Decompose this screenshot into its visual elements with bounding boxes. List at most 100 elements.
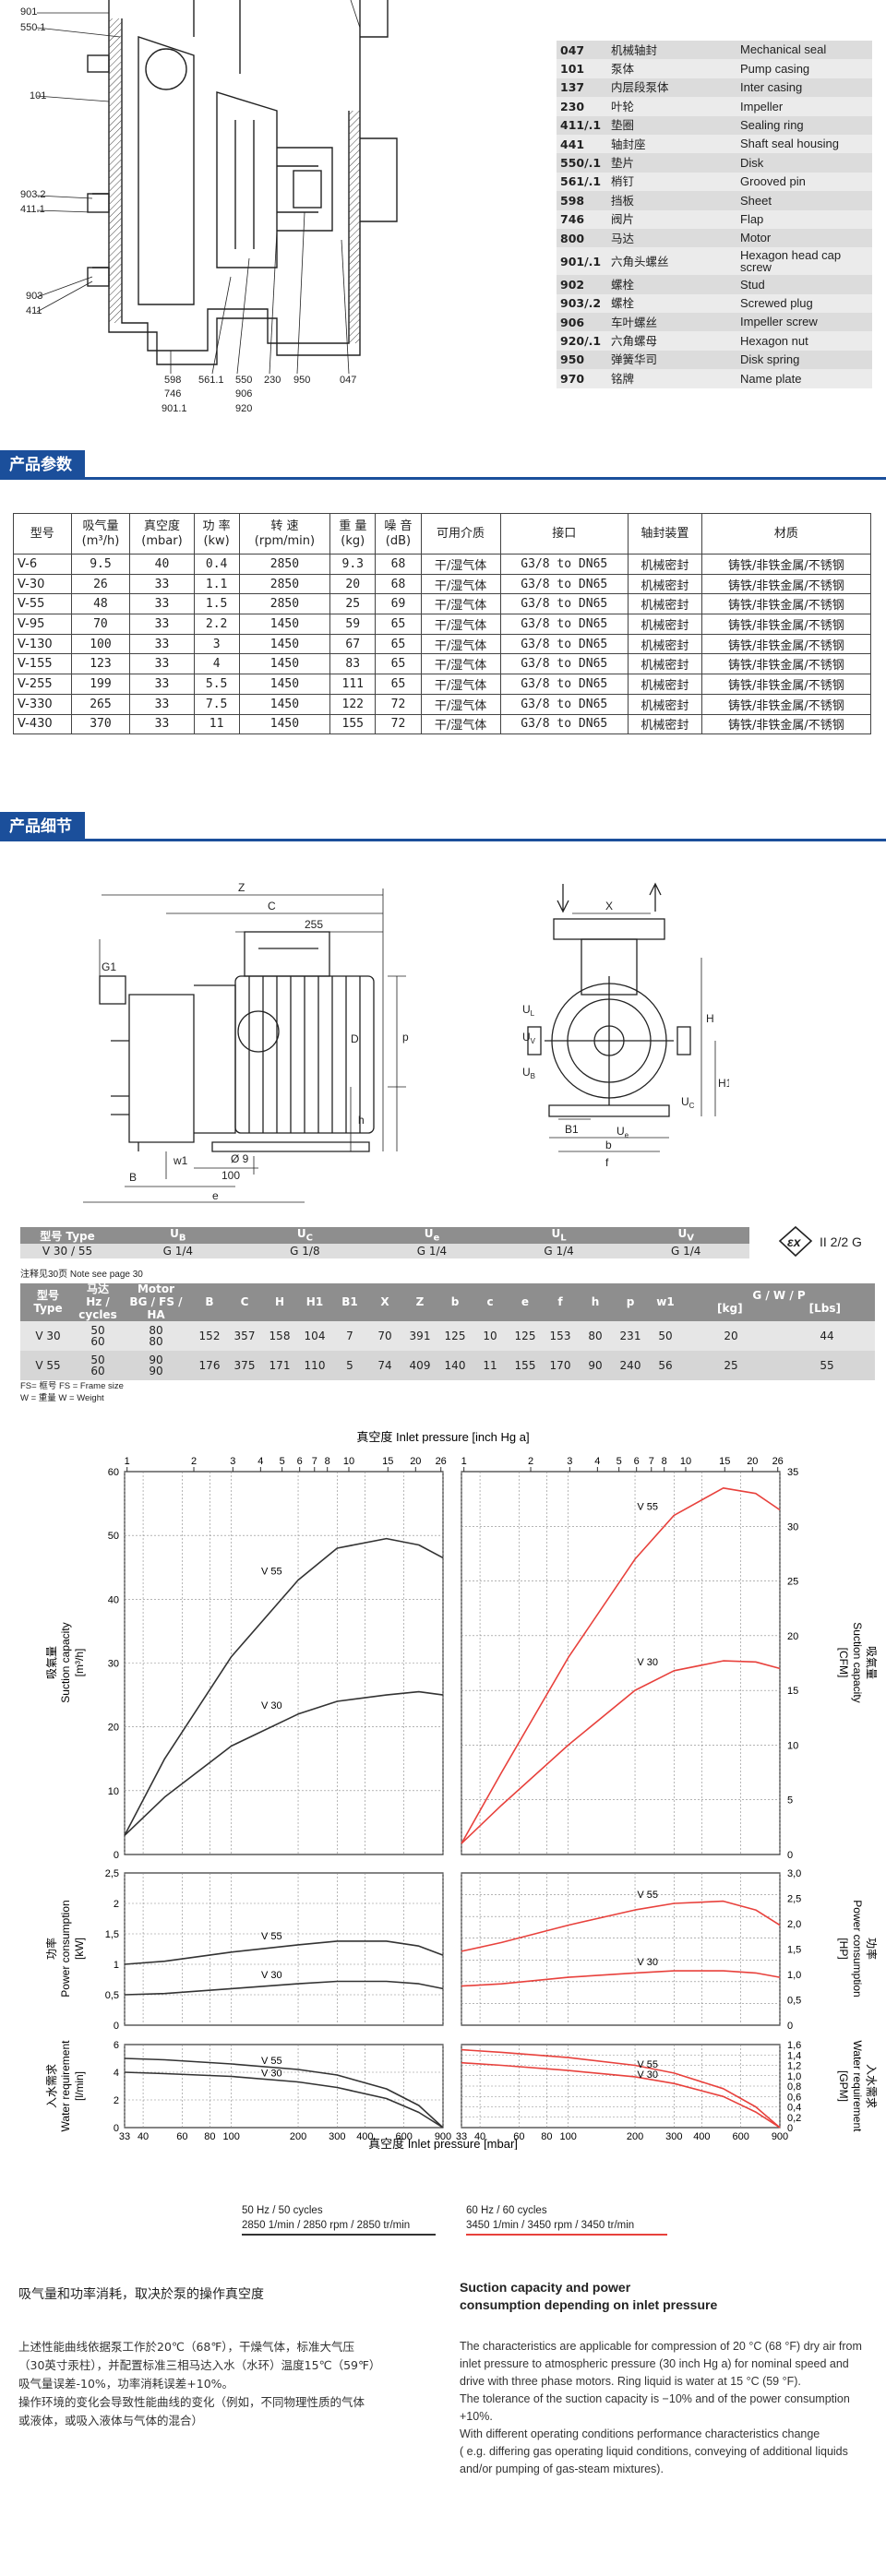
part-name-en: Sheet [736,191,872,210]
dim-value: 56 [648,1351,683,1381]
y-axis-title-right: Power consumption [851,1900,864,1997]
part-name-en: Sealing ring [736,115,872,135]
en-body-line: With different operating conditions perf… [460,2427,820,2440]
params-header: 接口 [499,513,629,555]
params-cell: 1450 [238,633,331,655]
y-tick-label: 60 [108,1467,119,1478]
y-tick-label: 6 [114,2040,119,2051]
dim-col-header: c [473,1283,508,1322]
part-label: 906 [235,388,252,400]
connection-table: 型号 Type UB UC Ue UL UV V 30 / 55 G 1/4 G… [20,1227,749,1258]
hz-value: 60 [90,1365,105,1378]
y-tick-label: 4 [114,2068,119,2079]
params-cell: 铸铁/非铁金属/不锈钢 [700,554,872,575]
params-cell: G3/8 to DN65 [499,653,629,675]
ex-rating: II 2/2 G [820,1234,862,1249]
y-tick-label: 0,6 [787,2092,801,2103]
y-axis-title: 入水需求 [45,2064,58,2108]
en-body-line: ( e.g. differing gas operating liquid co… [460,2445,848,2458]
col-header: UV [622,1227,749,1244]
series-label: V 55 [637,2059,658,2070]
params-cell: 1450 [238,713,331,735]
dim-col-header: H1 [297,1283,332,1322]
part-name-cn: 叶轮 [607,97,736,116]
legend-60hz: 60 Hz / 60 cycles 3450 1/min / 3450 rpm … [466,2203,667,2236]
part-label: 950 [293,375,310,386]
en-body-line: drive with three phase motors. Ring liqu… [460,2375,801,2388]
series-label: V 30 [637,1957,658,1968]
params-cell: V-155 [13,653,72,675]
y-tick-label: 0 [114,1850,119,1861]
series-line-v30 [461,1970,781,1987]
y-axis-title: [l/min] [73,2071,86,2101]
params-cell: 123 [70,653,131,675]
en-body-line: +10%. [460,2410,493,2423]
y-tick-label: 0 [787,1850,793,1861]
part-name-cn: 铭牌 [607,369,736,388]
dim-value: 240 [613,1351,648,1381]
part-label: 411 [26,305,42,316]
params-cell: 83 [329,653,377,675]
y-axis-title: [m³/h] [73,1649,86,1677]
params-cell: 3 [193,633,240,655]
params-cell: V-330 [13,693,72,715]
dim-value: 357 [227,1321,262,1352]
params-cell: 40 [129,554,195,575]
section-header-details: 产品细节 [0,808,886,841]
lbs-value: 44 [779,1321,875,1352]
dim-col-header: X [367,1283,402,1322]
y-axis-title: Water requirement [59,2040,72,2132]
part-name-en: Name plate [736,369,872,388]
gwp-header-line: G / W / P [752,1288,806,1302]
type-cell: V 30 [20,1321,76,1352]
dim-label: UB [522,1066,535,1080]
params-cell: 机械密封 [628,573,702,595]
type-header: 型号 Type [20,1283,76,1322]
y-tick-label: 0 [787,2123,793,2134]
series-line-v30 [461,2061,781,2129]
params-cell: 199 [70,674,131,695]
legend-line: 2850 1/min / 2850 rpm / 2850 tr/min [242,2220,411,2231]
part-label: 903.2 [20,189,46,200]
series-line-v30 [124,2071,444,2129]
value-cell: G 1/4 [495,1244,623,1258]
dim-col-header: b [437,1283,473,1322]
cn-body-line: 吸气量误差-10%，功率消耗误差+10%。 [18,2377,234,2391]
params-cell: 2.2 [193,614,240,635]
series-label: V 30 [261,2069,282,2080]
dim-value: 231 [613,1321,648,1352]
part-label: 901 [20,6,37,18]
cn-body-line: 或液体，或吸入液体与气体的混合） [18,2414,204,2427]
params-cell: G3/8 to DN65 [499,633,629,655]
params-cell: 铸铁/非铁金属/不锈钢 [700,593,872,615]
pump-side-view-drawing: Z C 255 G1 p h Ø 9 w1 100 B e D [83,881,409,1203]
y-tick-label: 0,4 [787,2103,801,2114]
params-cell: 68 [375,573,422,595]
legend-swatch-black [242,2234,436,2236]
tick-label-bottom: 80 [204,2131,215,2142]
params-cell: 33 [129,713,195,735]
series-line-v30 [124,1980,444,1996]
part-no: 441 [557,134,607,154]
params-cell: 2850 [238,593,331,615]
part-name-cn: 梢钉 [607,172,736,192]
dim-label: B [129,1171,137,1184]
params-cell: 机械密封 [628,674,702,695]
dim-col-header: e [508,1283,543,1322]
y-tick-label: 0,8 [787,2081,801,2093]
part-name-en: Screwed plug [736,293,872,314]
dim-label: H1 [718,1077,729,1090]
y-tick-label: 10 [108,1786,119,1797]
value-cell: G 1/4 [622,1244,749,1258]
part-name-en: Grooved pin [736,172,872,192]
dim-value: 140 [437,1351,473,1381]
y-tick-label: 25 [787,1577,798,1588]
y-axis-title-right: Water requirement [851,2041,864,2133]
cycles-header-en: Hz / cycles [78,1294,117,1321]
motor-header-line: Motor [137,1282,175,1295]
